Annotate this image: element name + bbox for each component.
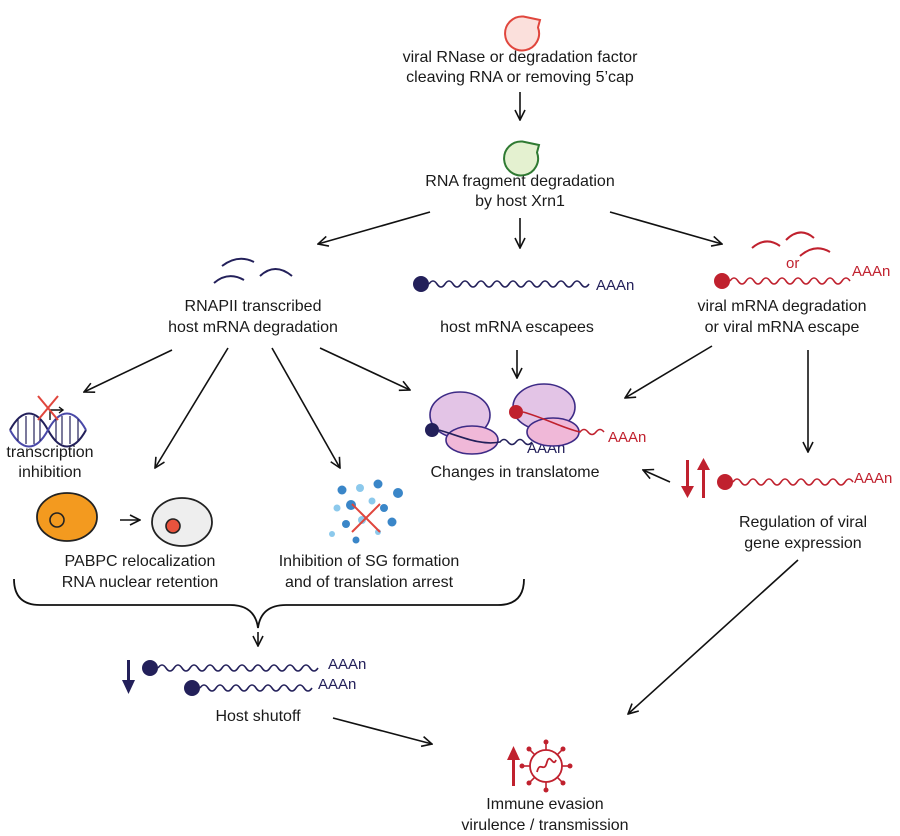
cell-before-icon <box>36 492 98 542</box>
ribosome-viral-cap-icon <box>509 405 523 419</box>
regulation-mrna-polya: AAAn <box>854 470 892 487</box>
arrow-rnapii-to-transcription <box>84 349 173 392</box>
arrow-rnapii-to-translatome <box>319 347 410 390</box>
sg-label-line2: and of translation arrest <box>285 574 454 591</box>
shutoff-mrna-polya-1: AAAn <box>328 656 366 673</box>
ribosome-viral-icon <box>512 383 580 447</box>
ribosome-viral-mrna <box>522 411 605 436</box>
down-arrow-icon <box>122 660 135 694</box>
immune-label-line2: virulence / transmission <box>461 817 628 834</box>
shutoff-mrna-cap-1-icon <box>142 660 158 676</box>
transcription-label-line1: transcription <box>6 444 93 461</box>
stress-granule-dots-icon <box>329 479 403 544</box>
viral-rnase-label-line2: cleaving RNA or removing 5’cap <box>406 69 634 86</box>
immune-label-line1: Immune evasion <box>486 796 603 813</box>
host-mrna-cap-icon <box>413 276 429 292</box>
arrow-rnapii-to-pabpc <box>155 347 229 468</box>
arrow-regulation-to-immune <box>628 559 799 714</box>
virus-icon <box>519 739 573 793</box>
arrow-xrn1-to-rnapii <box>318 211 431 244</box>
viral-mrna-label-line1: viral mRNA degradation <box>698 298 867 315</box>
or-label: or <box>786 255 799 272</box>
rna-fragments-icon <box>213 257 293 284</box>
escapees-label: host mRNA escapees <box>440 319 594 336</box>
host-mrna-strand <box>428 280 590 288</box>
xrn1-icon <box>503 140 541 177</box>
ribosome-host-icon <box>429 391 499 455</box>
ribosome-viral-polya: AAAn <box>608 429 646 446</box>
cell-after-icon <box>151 497 213 547</box>
arrow-regulation-to-translatome <box>643 470 671 483</box>
shutoff-mrna-polya-2: AAAn <box>318 676 356 693</box>
xrn1-label-line2: by host Xrn1 <box>475 193 565 210</box>
viral-mrna-polya: AAAn <box>852 263 890 280</box>
viral-rnase-label-line1: viral RNase or degradation factor <box>403 49 638 66</box>
viral-rna-fragments-icon <box>751 231 831 257</box>
pabpc-label-line2: RNA nuclear retention <box>62 574 219 591</box>
arrow-rnapii-to-sg <box>271 347 340 468</box>
rnapii-label-line2: host mRNA degradation <box>168 319 338 336</box>
up-down-arrows-icon <box>681 458 710 498</box>
viral-mrna-strand <box>729 277 851 285</box>
translatome-label: Changes in translatome <box>431 464 600 481</box>
sg-block-x-icon <box>351 503 381 533</box>
regulation-mrna-strand <box>732 478 854 486</box>
dna-helix-icon <box>9 412 87 448</box>
shutoff-mrna-cap-2-icon <box>184 680 200 696</box>
block-x-icon <box>37 395 59 421</box>
viral-mrna-cap-icon <box>714 273 730 289</box>
rnapii-label-line1: RNAPII transcribed <box>185 298 322 315</box>
transcription-label-line2: inhibition <box>18 464 81 481</box>
host-mrna-polya: AAAn <box>596 277 634 294</box>
viral-rnase-icon <box>504 15 542 52</box>
ribosome-host-cap-icon <box>425 423 439 437</box>
shutoff-label: Host shutoff <box>215 708 301 725</box>
regulation-mrna-cap-icon <box>717 474 733 490</box>
shutoff-mrna-strand-2 <box>199 684 313 692</box>
ribosome-host-mrna <box>438 429 533 446</box>
xrn1-label-line1: RNA fragment degradation <box>425 173 614 190</box>
viral-mrna-label-line2: or viral mRNA escape <box>705 319 860 336</box>
arrow-shutoff-to-immune <box>332 717 432 744</box>
up-arrow-icon <box>507 746 520 786</box>
sg-label-line1: Inhibition of SG formation <box>279 553 460 570</box>
regulation-label-line2: gene expression <box>744 535 861 552</box>
pabpc-label-line1: PABPC relocalization <box>65 553 216 570</box>
arrow-xrn1-to-viral-mrna <box>609 211 722 244</box>
arrow-viral-to-translatome <box>625 345 713 398</box>
grouping-brace <box>13 578 525 629</box>
shutoff-mrna-strand-1 <box>157 664 319 672</box>
regulation-label-line1: Regulation of viral <box>739 514 867 531</box>
